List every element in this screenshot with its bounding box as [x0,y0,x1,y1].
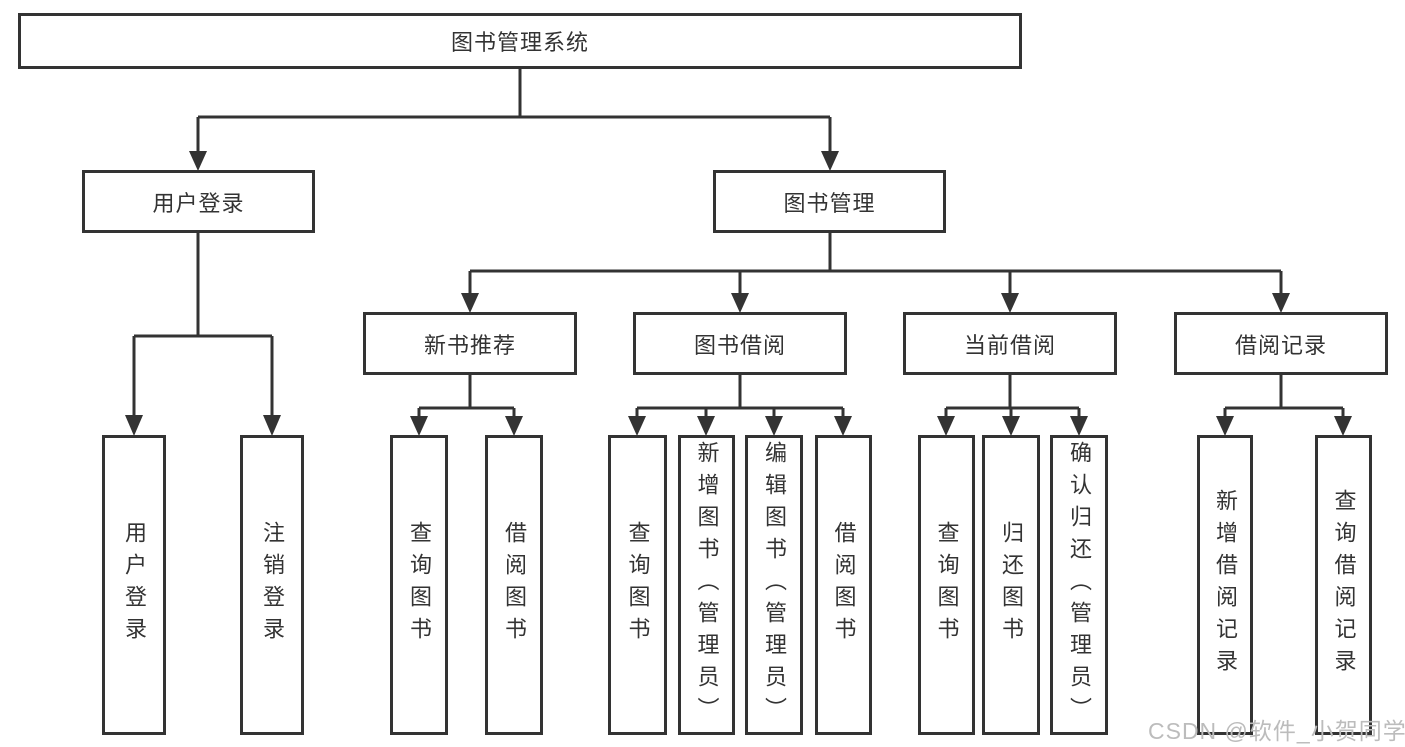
node-borrow-record: 借阅记录 [1174,312,1388,375]
leaf-current-query-book: 查询图书 [918,435,975,735]
leaf-current-return-book: 归还图书 [982,435,1040,735]
connector-bookborrow-to-leaves [628,375,852,436]
node-book-management: 图书管理 [713,170,946,233]
leaf-borrow-query-book: 查询图书 [608,435,667,735]
node-new-book-recommend: 新书推荐 [363,312,577,375]
leaf-newbook-query-book: 查询图书 [390,435,448,735]
leaf-record-add-record: 新增借阅记录 [1197,435,1253,735]
leaf-borrow-borrow-book: 借阅图书 [815,435,872,735]
connector-bookmgmt-to-level3 [461,233,1290,313]
leaf-newbook-borrow-book: 借阅图书 [485,435,543,735]
leaf-current-confirm-return-admin: 确认归还（管理员） [1050,435,1108,735]
leaf-logout: 注销登录 [240,435,304,735]
node-book-borrow: 图书借阅 [633,312,847,375]
leaf-user-login: 用户登录 [102,435,166,735]
node-current-borrow: 当前借阅 [903,312,1117,375]
connector-currentborrow-to-leaves [937,375,1088,436]
connector-newbook-to-leaves [410,375,523,436]
connector-userlogin-to-leaves [125,233,281,436]
leaf-record-query-record: 查询借阅记录 [1315,435,1372,735]
node-root-system: 图书管理系统 [18,13,1022,69]
leaf-borrow-edit-book-admin: 编辑图书（管理员） [745,435,803,735]
connector-root-to-level2 [189,69,839,171]
node-user-login: 用户登录 [82,170,315,233]
leaf-borrow-add-book-admin: 新增图书（管理员） [678,435,735,735]
csdn-watermark: CSDN @软件_小贺同学 [1148,718,1405,744]
connector-borrowrecord-to-leaves [1216,375,1352,436]
